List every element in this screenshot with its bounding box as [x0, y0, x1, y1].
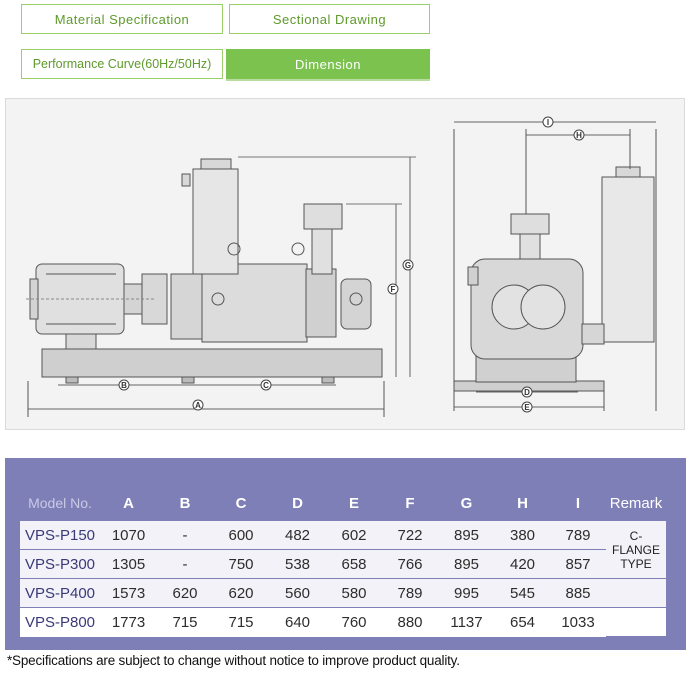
- dim-label-b: B: [121, 381, 127, 390]
- table-row: VPS-P300 1305 - 750 538 658 766 895 420 …: [20, 550, 666, 579]
- cell-c: 715: [213, 608, 269, 637]
- cell-g: 895: [438, 550, 495, 579]
- cell-f: 789: [382, 579, 438, 608]
- cell-c: 600: [213, 521, 269, 550]
- cell-a: 1305: [100, 550, 157, 579]
- cell-i: 857: [550, 550, 606, 579]
- cell-remark-empty: [606, 608, 666, 637]
- cell-g: 1137: [438, 608, 495, 637]
- dim-label-f: F: [391, 285, 396, 294]
- cell-e: 658: [326, 550, 382, 579]
- cell-f: 880: [382, 608, 438, 637]
- dimension-table: Model No. A B C D E F G H I Remark VPS-P…: [20, 485, 666, 637]
- front-silencer: [601, 176, 655, 343]
- header-i: I: [575, 494, 581, 512]
- dim-label-i: I: [547, 118, 549, 127]
- cell-e: 580: [326, 579, 382, 608]
- cell-g: 895: [438, 521, 495, 550]
- table-header-row: Model No. A B C D E F G H I Remark: [20, 485, 666, 521]
- header-b: B: [179, 494, 191, 512]
- dim-label-d: D: [524, 388, 530, 397]
- table-row: VPS-P400 1573 620 620 560 580 789 995 54…: [20, 579, 666, 608]
- spec-table-panel: Model No. A B C D E F G H I Remark VPS-P…: [5, 458, 686, 650]
- coupling: [141, 273, 168, 325]
- cell-a: 1070: [100, 521, 157, 550]
- active-tab-underline: [226, 79, 430, 81]
- cell-remark: C-FLANGE TYPE: [606, 521, 666, 579]
- dim-label-h: H: [576, 131, 582, 140]
- cell-g: 995: [438, 579, 495, 608]
- cell-h: 420: [495, 550, 550, 579]
- cell-b: 715: [157, 608, 213, 637]
- cell-e: 602: [326, 521, 382, 550]
- cell-h: 380: [495, 521, 550, 550]
- table-row: VPS-P800 1773 715 715 640 760 880 1137 6…: [20, 608, 666, 637]
- cell-d: 538: [269, 550, 326, 579]
- cell-model: VPS-P300: [20, 550, 100, 579]
- silencer: [192, 168, 239, 275]
- header-f: F: [405, 494, 415, 512]
- tab-material-specification[interactable]: Material Specification: [21, 4, 223, 34]
- tab-dimension[interactable]: Dimension: [226, 49, 430, 79]
- cell-c: 620: [213, 579, 269, 608]
- dim-label-c: C: [263, 381, 269, 390]
- cell-remark-empty: [606, 579, 666, 608]
- cell-f: 722: [382, 521, 438, 550]
- header-g: G: [460, 494, 473, 512]
- base-frame: [41, 348, 383, 378]
- tab-performance-curve[interactable]: Performance Curve(60Hz/50Hz): [21, 49, 223, 79]
- cell-h: 545: [495, 579, 550, 608]
- header-remark: Remark: [609, 494, 663, 512]
- dim-label-a: A: [195, 401, 201, 410]
- header-a: A: [123, 494, 134, 512]
- remark-line1: C-FLANGE: [611, 528, 660, 557]
- cell-model: VPS-P150: [20, 521, 100, 550]
- cell-h: 654: [495, 608, 550, 637]
- dim-label-e: E: [524, 403, 530, 412]
- remark-line2: TYPE: [620, 556, 652, 571]
- cell-i: 789: [550, 521, 606, 550]
- header-model: Model No.: [28, 495, 92, 511]
- cell-i: 1033: [550, 608, 606, 637]
- cell-model: VPS-P800: [20, 608, 100, 637]
- cell-c: 750: [213, 550, 269, 579]
- cell-a: 1573: [100, 579, 157, 608]
- cell-e: 760: [326, 608, 382, 637]
- header-c: C: [235, 494, 247, 512]
- header-e: E: [348, 494, 359, 512]
- cell-d: 640: [269, 608, 326, 637]
- cell-b: -: [157, 550, 213, 579]
- tab-sectional-drawing[interactable]: Sectional Drawing: [229, 4, 430, 34]
- cell-b: -: [157, 521, 213, 550]
- cell-b: 620: [157, 579, 213, 608]
- pump-drawing-svg: B C A G F I H D E: [26, 116, 657, 417]
- header-d: D: [292, 494, 303, 512]
- dimension-drawing: B C A G F I H D E: [5, 98, 685, 430]
- cell-f: 766: [382, 550, 438, 579]
- cell-d: 482: [269, 521, 326, 550]
- cell-i: 885: [550, 579, 606, 608]
- header-h: H: [517, 494, 528, 512]
- dim-label-g: G: [405, 261, 411, 270]
- cell-d: 560: [269, 579, 326, 608]
- table-row: VPS-P150 1070 - 600 482 602 722 895 380 …: [20, 521, 666, 579]
- cell-a: 1773: [100, 608, 157, 637]
- cell-model: VPS-P400: [20, 579, 100, 608]
- footnote: *Specifications are subject to change wi…: [7, 653, 460, 668]
